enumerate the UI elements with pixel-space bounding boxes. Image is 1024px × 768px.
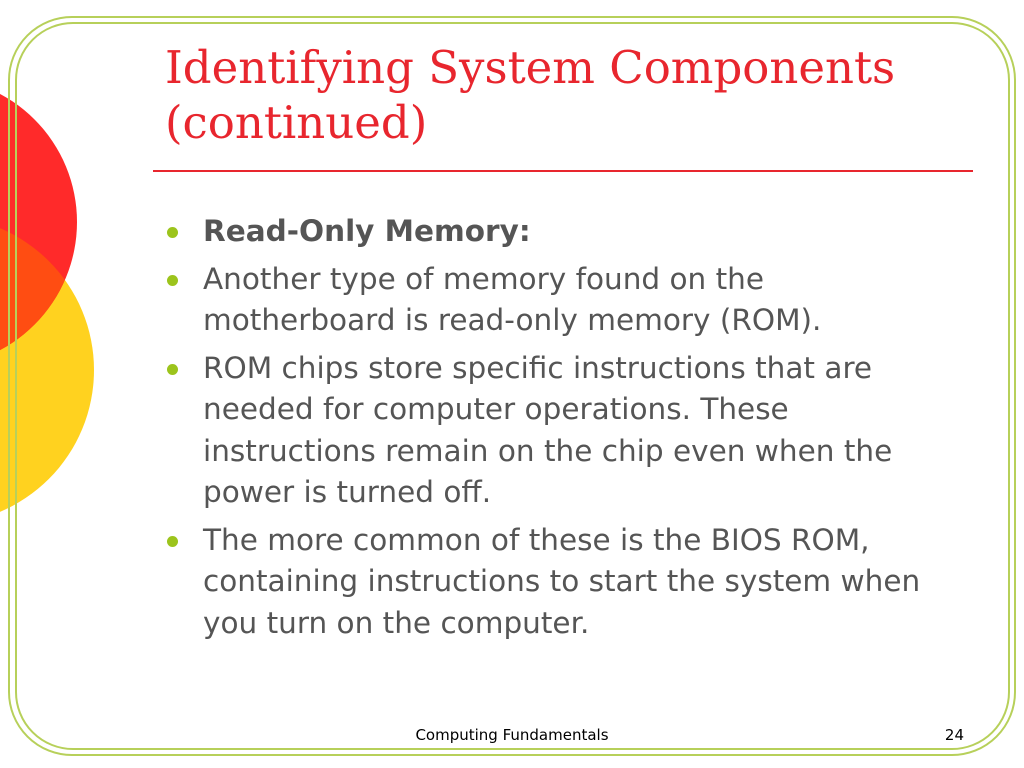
- slide-title: Identifying System Components (continued…: [165, 41, 896, 149]
- bullet-dot-icon: [167, 274, 178, 286]
- slide-frame-outer: [8, 16, 1016, 756]
- bullet-item: Another type of memory found on the moth…: [165, 259, 965, 342]
- overlap-region: [0, 216, 77, 367]
- bullet-item: Read-Only Memory:: [165, 211, 965, 253]
- title-underline: [153, 170, 973, 172]
- bullet-item: ROM chips store specific instructions th…: [165, 348, 965, 514]
- footer-text: Computing Fundamentals: [415, 726, 609, 744]
- page-number: 24: [944, 726, 964, 744]
- bullet-list: Read-Only Memory: Another type of memory…: [165, 211, 965, 650]
- bullet-dot-icon: [167, 227, 178, 238]
- bullet-text: Another type of memory found on the moth…: [203, 261, 822, 338]
- bullet-item: The more common of these is the BIOS ROM…: [165, 520, 965, 645]
- bullet-dot-icon: [167, 535, 178, 547]
- bullet-dot-icon: [167, 363, 178, 375]
- bullet-text: ROM chips store specific instructions th…: [203, 350, 893, 510]
- bullet-text: The more common of these is the BIOS ROM…: [203, 522, 921, 640]
- bullet-text: Read-Only Memory:: [203, 214, 531, 248]
- slide-frame-inner: [15, 22, 1010, 750]
- decorative-circles: [0, 93, 94, 512]
